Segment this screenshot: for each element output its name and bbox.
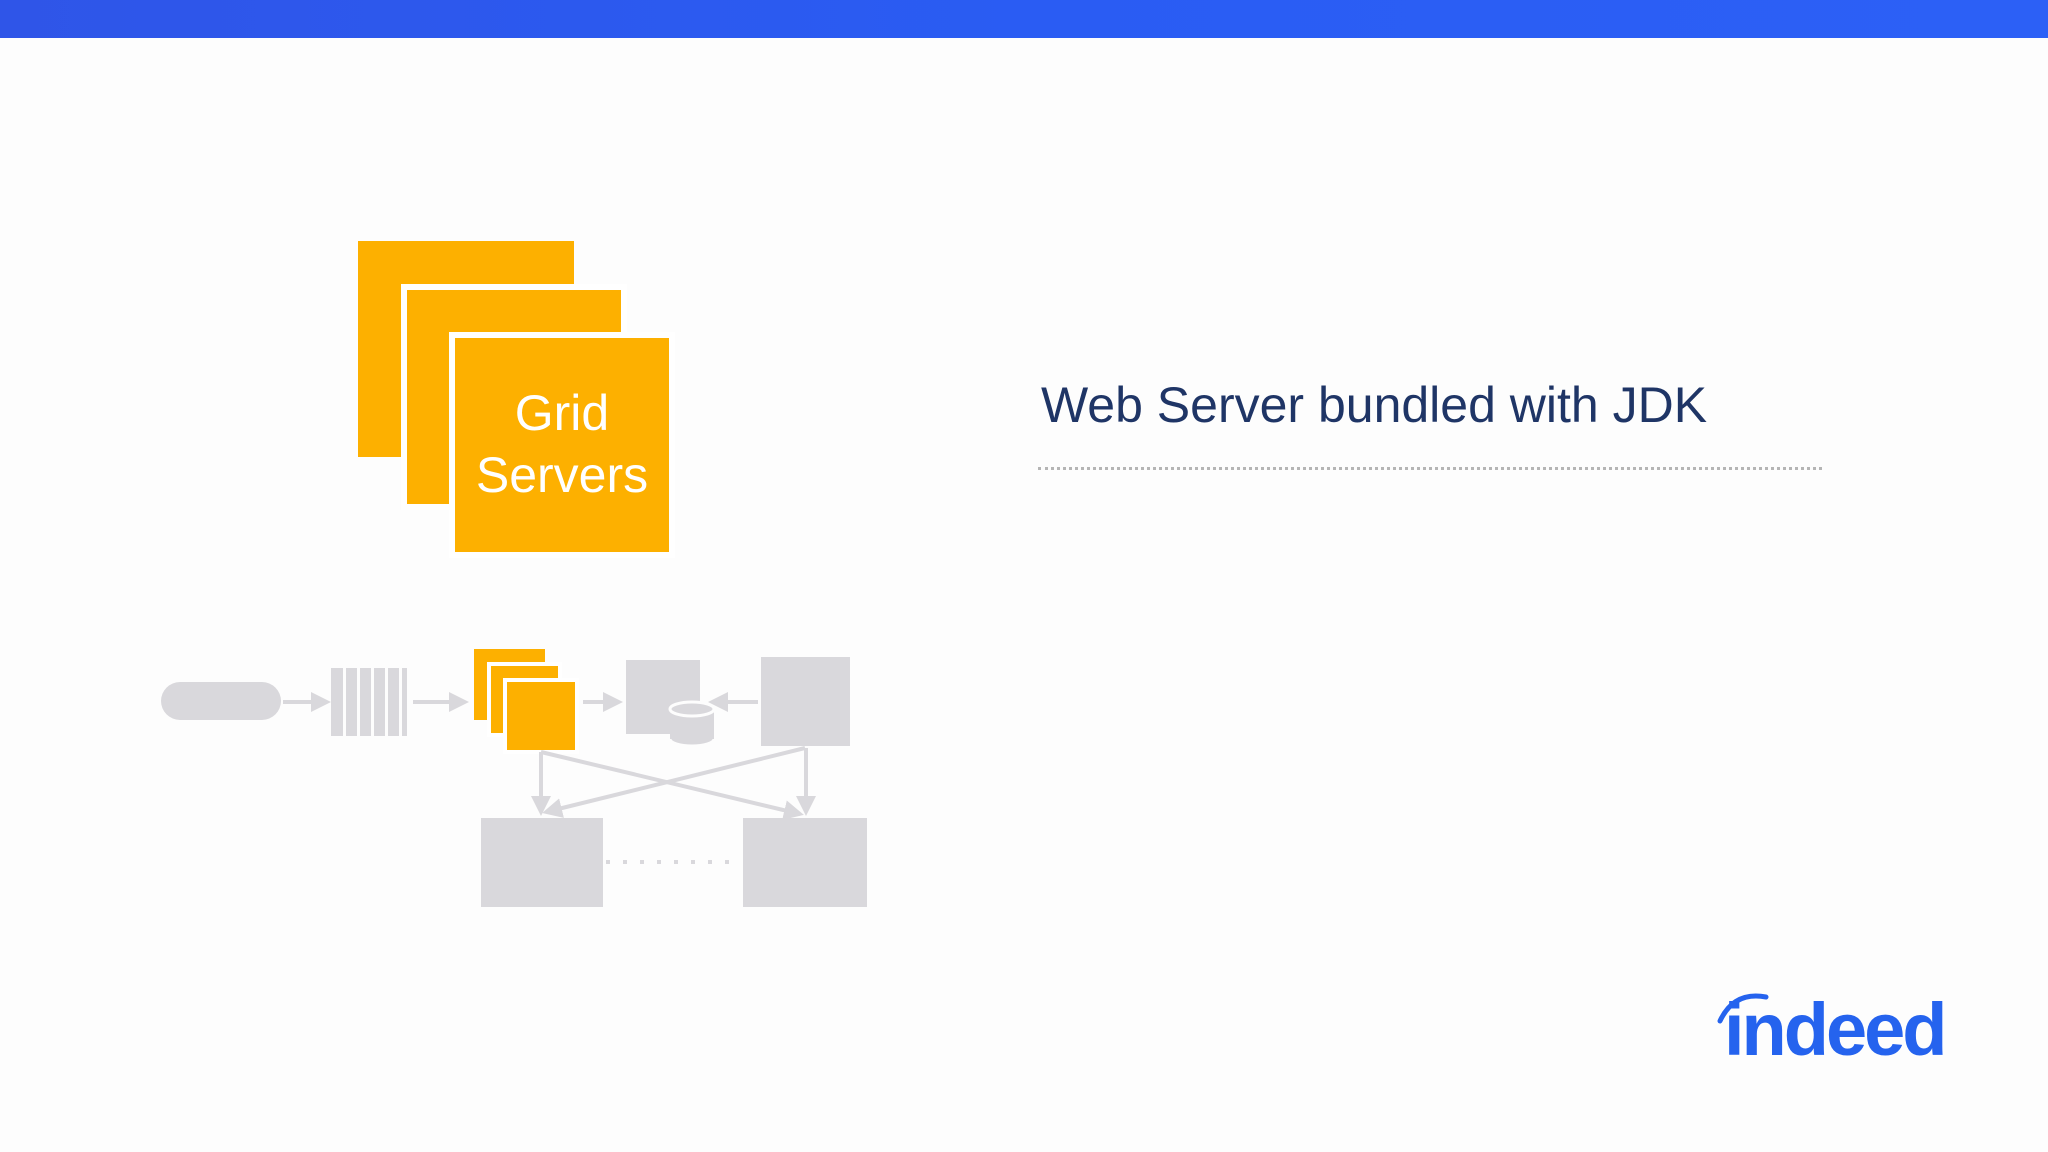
backend-box-left	[481, 818, 603, 907]
top-accent-bar	[0, 0, 2048, 38]
grid-server-card-front	[449, 332, 675, 558]
source-server-box	[761, 657, 850, 746]
heading-dotted-rule	[1038, 467, 1822, 470]
mini-grid-servers-icon	[474, 649, 579, 754]
grid-servers-label: Grid Servers	[455, 336, 669, 552]
grid-servers-label-line2: Servers	[475, 447, 649, 503]
cache-server-with-database-icon	[626, 660, 716, 748]
arrow-source-to-left-box	[542, 746, 806, 818]
slide-heading: Web Server bundled with JDK	[1041, 377, 1708, 433]
backend-box-right	[743, 818, 867, 907]
indeed-logo: indeed	[1712, 985, 1972, 1075]
load-balancer-queue-icon	[331, 668, 407, 736]
client-pill-shape	[161, 682, 281, 720]
indeed-logo-arc-icon	[1717, 993, 1769, 1024]
indeed-logo-text: indeed	[1724, 988, 1947, 1071]
grid-servers-label-line1: Grid	[514, 385, 610, 441]
